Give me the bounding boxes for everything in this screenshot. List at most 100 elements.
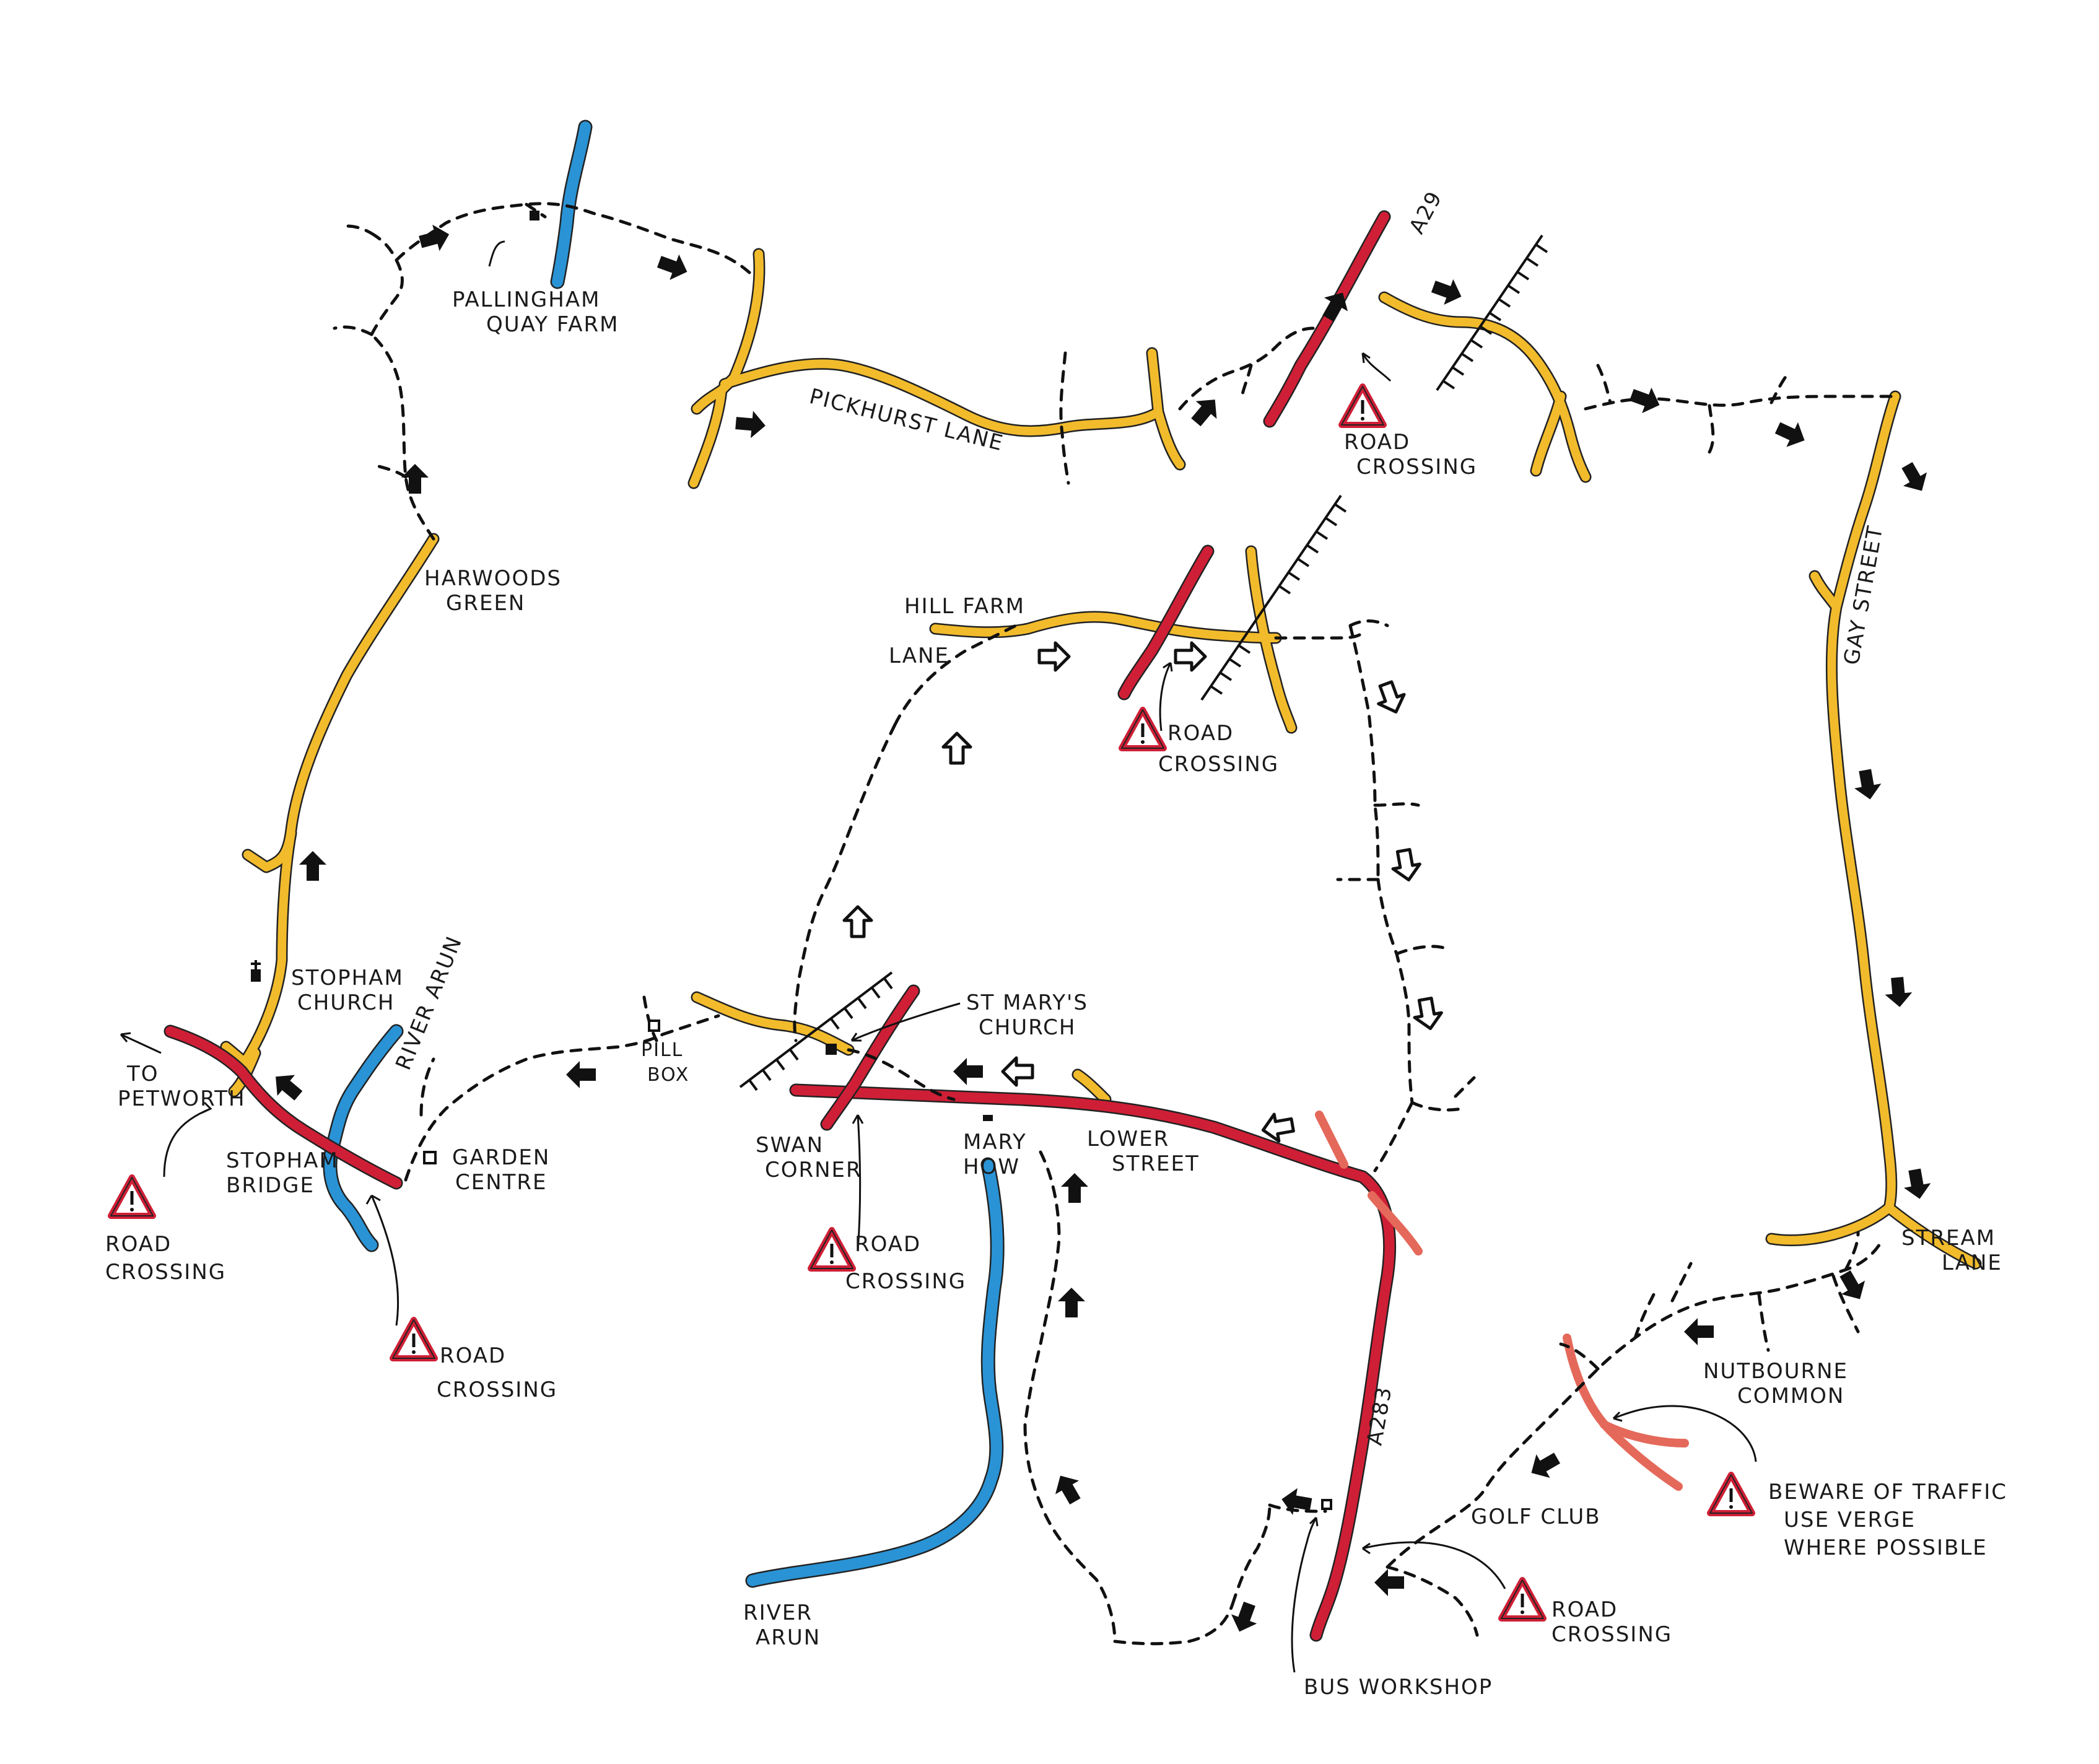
label-beware-2: USE VERGE — [1784, 1508, 1916, 1532]
label-road-crossing-left2-1: ROAD — [440, 1343, 506, 1368]
label-beware-1: BEWARE OF TRAFFIC — [1768, 1480, 2007, 1504]
church-cross-icon — [251, 960, 261, 982]
label-stream-lane-2: LANE — [1942, 1251, 2002, 1275]
walking-route — [333, 202, 1897, 1646]
railways — [739, 234, 1548, 1091]
direction-arrow-icon — [1048, 1469, 1088, 1509]
building-marker-icon — [983, 1115, 993, 1121]
label-to-petworth-1: TO — [126, 1062, 159, 1086]
main-roads — [164, 210, 1689, 1642]
label-mary-how-2: HOW — [963, 1155, 1020, 1179]
warning-triangle-icon — [1710, 1475, 1752, 1513]
direction-arrow-icon — [943, 733, 971, 763]
label-swan-corner-1: SWAN — [756, 1133, 824, 1158]
direction-arrow-icon — [1003, 1058, 1032, 1085]
label-st-marys-1: ST MARY'S — [966, 990, 1088, 1015]
direction-arrow-icon — [566, 1061, 596, 1088]
label-st-marys-2: CHURCH — [979, 1015, 1076, 1040]
label-river-arun-bottom-2: ARUN — [756, 1625, 821, 1650]
label-stream-lane-1: STREAM — [1901, 1226, 1996, 1251]
label-to-petworth-2: PETWORTH — [118, 1086, 246, 1111]
direction-arrow-icon — [1039, 643, 1069, 670]
direction-arrow-icon — [299, 851, 326, 881]
direction-arrow-icon — [1684, 1318, 1714, 1345]
direction-arrow-icon — [1279, 1485, 1314, 1518]
label-road-crossing-top-2: CROSSING — [1356, 455, 1477, 479]
warning-triangle-icon — [1122, 710, 1164, 748]
building-marker-icon — [826, 1044, 837, 1055]
label-hill-farm-1: HILL FARM — [904, 594, 1025, 619]
label-harwoods-1: HARWOODS — [424, 566, 562, 591]
label-road-crossing-bus-2: CROSSING — [1551, 1622, 1672, 1647]
label-bus-workshop: BUS WORKSHOP — [1304, 1675, 1493, 1700]
direction-arrow-icon — [1412, 997, 1444, 1031]
label-golf-club: GOLF CLUB — [1471, 1504, 1601, 1529]
label-road-crossing-mid-2: CROSSING — [1158, 752, 1279, 777]
direction-arrow-icon — [1185, 390, 1226, 431]
label-river-arun-bottom-1: RIVER — [743, 1600, 813, 1625]
direction-arrow-icon — [1390, 849, 1423, 883]
building-marker-icon — [423, 1151, 437, 1164]
label-road-crossing-swan-1: ROAD — [855, 1232, 921, 1257]
direction-arrow-icon — [1901, 1167, 1934, 1202]
label-road-crossing-left-2: CROSSING — [105, 1260, 226, 1285]
label-stopham-bridge-1: STOPHAM — [226, 1148, 339, 1173]
warning-triangle-icon — [1342, 386, 1384, 425]
label-road-crossing-bus-1: ROAD — [1551, 1597, 1618, 1622]
label-river-arun-top: RIVER ARUN — [391, 932, 467, 1073]
label-swan-corner-2: CORNER — [765, 1158, 862, 1182]
direction-arrow-icon — [1061, 1173, 1088, 1203]
warning-triangle-icon — [393, 1320, 435, 1358]
direction-arrow-icon — [417, 221, 453, 255]
lanes — [220, 248, 1982, 1270]
label-lower-street-2: STREET — [1112, 1151, 1200, 1176]
label-stopham-church-1: STOPHAM — [291, 966, 404, 990]
label-pallingham-2: QUAY FARM — [486, 312, 619, 337]
label-nutbourne-1: NUTBOURNE — [1703, 1359, 1848, 1384]
direction-arrow-icon — [654, 248, 692, 285]
direction-arrow-icon — [1883, 976, 1914, 1008]
label-garden-centre-2: CENTRE — [455, 1170, 548, 1195]
direction-arrow-icon — [1771, 415, 1810, 453]
label-garden-centre-1: GARDEN — [452, 1145, 550, 1170]
rivers — [323, 120, 1005, 1588]
label-stopham-bridge-2: BRIDGE — [226, 1173, 315, 1198]
direction-arrow-icon — [1058, 1288, 1085, 1317]
direction-arrow-icon — [1524, 1446, 1564, 1485]
warning-triangle-icon — [1501, 1580, 1543, 1618]
warning-triangle-icon — [111, 1177, 153, 1216]
label-nutbourne-2: COMMON — [1737, 1384, 1844, 1408]
building-marker-icon — [530, 211, 539, 220]
label-stopham-church-2: CHURCH — [297, 990, 395, 1015]
label-beware-3: WHERE POSSIBLE — [1784, 1535, 1988, 1560]
label-pointers — [120, 240, 1757, 1673]
building-marker-icon — [648, 1020, 660, 1032]
direction-arrow-icon — [1895, 458, 1934, 498]
label-road-crossing-mid-1: ROAD — [1167, 721, 1234, 746]
direction-arrow-icon — [1851, 767, 1884, 802]
warning-triangle-icon — [811, 1230, 853, 1268]
label-pill-box-2: BOX — [647, 1064, 689, 1086]
direction-arrow-icon — [1373, 679, 1409, 717]
label-lower-street-1: LOWER — [1087, 1127, 1169, 1151]
label-mary-how-1: MARY — [963, 1130, 1027, 1155]
markers — [251, 211, 1332, 1510]
label-gay-street: GAY STREET — [1839, 523, 1888, 667]
building-marker-icon — [1321, 1499, 1332, 1510]
direction-arrow-icon — [1428, 273, 1466, 310]
label-pill-box-1: PILL — [641, 1039, 683, 1061]
label-hill-farm-2: LANE — [889, 644, 949, 668]
label-road-crossing-top-1: ROAD — [1344, 430, 1410, 455]
label-road-crossing-left-1: ROAD — [105, 1232, 172, 1257]
map-labels: PALLINGHAM QUAY FARM PICKHURST LANE A29 … — [105, 186, 2007, 1700]
direction-arrow-icon — [844, 907, 871, 937]
label-harwoods-2: GREEN — [446, 591, 525, 616]
direction-arrow-icon — [1176, 643, 1205, 670]
direction-arrow-icon — [1833, 1266, 1872, 1306]
direction-arrow-icon — [953, 1058, 983, 1085]
direction-arrow-icon — [1374, 1569, 1404, 1596]
direction-arrow-icon — [735, 409, 767, 440]
label-a29: A29 — [1405, 186, 1447, 238]
label-pallingham-1: PALLINGHAM — [452, 287, 600, 312]
